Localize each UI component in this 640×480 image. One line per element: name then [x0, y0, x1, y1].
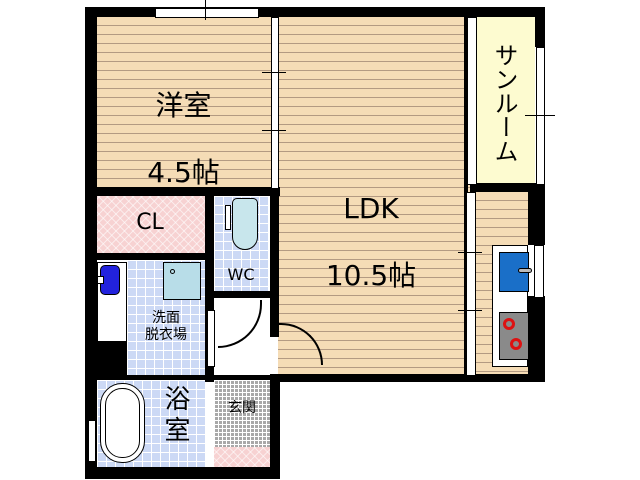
sliding-mark — [262, 72, 286, 73]
western-room-floor — [95, 17, 272, 187]
room-name: LDK — [343, 191, 399, 225]
burner-icon — [503, 318, 515, 330]
window-mark — [205, 0, 206, 20]
wall-wc-bottom — [205, 291, 275, 298]
sunroom-floor — [475, 17, 535, 183]
closet-label: CL — [136, 210, 164, 235]
window-mark — [525, 115, 555, 116]
bathroom-label: 浴 室 — [164, 385, 191, 447]
burner-icon — [510, 338, 522, 350]
wall-closet-bottom — [85, 253, 214, 260]
wall-ldk-left-lower — [270, 187, 279, 337]
western-ldk-sliding-door[interactable] — [271, 17, 279, 189]
bathroom-window — [88, 420, 96, 462]
washbasin-icon — [163, 262, 201, 300]
wall-western-bottom — [85, 187, 280, 196]
wall-right-upper — [535, 7, 545, 47]
wall-bottom — [85, 467, 280, 479]
ldk-sunroom-window[interactable] — [467, 17, 477, 185]
wall-bottom-ldk — [270, 374, 545, 382]
room-size: 4.5帖 — [147, 155, 220, 189]
sliding-mark — [458, 252, 482, 253]
sliding-mark — [458, 310, 482, 311]
ldk-kitchen-sliding[interactable] — [466, 192, 476, 376]
drain-icon — [170, 269, 175, 274]
bathtub-inner — [105, 388, 140, 458]
entrance-label: 玄関 — [228, 400, 256, 416]
toilet-tank-icon — [225, 205, 231, 230]
washroom-label: 洗面 脱衣場 — [145, 310, 187, 343]
room-name: 洋室 — [155, 88, 212, 122]
toilet-bowl-icon — [232, 198, 258, 250]
wall-top — [85, 7, 545, 17]
wc-label: WC — [227, 265, 255, 284]
wall-sunroom-bottom — [470, 183, 545, 192]
wall-right-kitchen — [528, 183, 545, 245]
closet-floor — [95, 196, 205, 253]
wall-closet-right — [205, 187, 214, 382]
kitchen-window — [534, 245, 544, 298]
western-room-window — [155, 8, 259, 18]
sliding-mark — [262, 130, 286, 131]
ldk-label: LDK 10.5帖 — [278, 158, 464, 326]
entrance-step — [214, 447, 270, 467]
sunroom-window — [536, 47, 545, 185]
wall-entrance-right — [270, 374, 280, 479]
ldk-floor — [278, 17, 470, 374]
room-size: 10.5帖 — [325, 258, 417, 292]
washer-tap-knob — [97, 276, 104, 284]
wall-right-lower — [528, 296, 545, 382]
wall-wash-left — [85, 340, 127, 380]
washroom-sliding-door[interactable] — [207, 310, 215, 367]
faucet-icon — [518, 268, 532, 273]
entrance-floor — [214, 380, 270, 447]
wall-bath-top — [85, 375, 280, 380]
sunroom-label: サンルーム — [490, 43, 518, 163]
western-room-label: 洋室 4.5帖 — [95, 55, 272, 223]
